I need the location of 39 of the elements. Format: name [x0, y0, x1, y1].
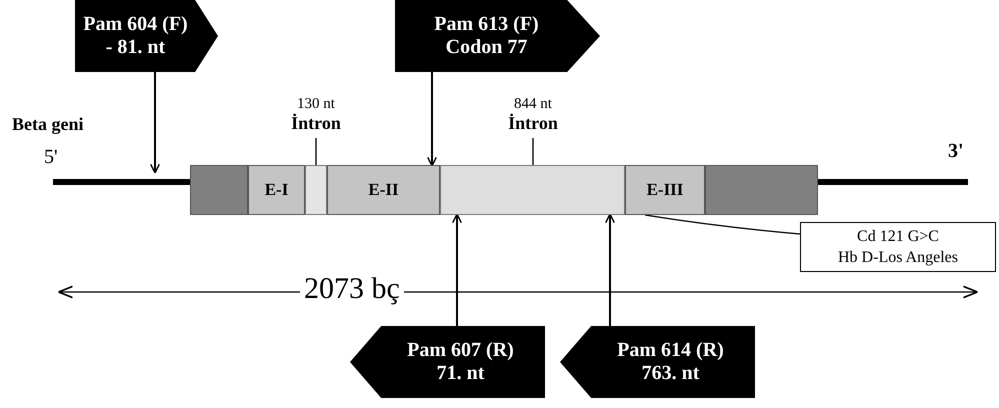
primer-name: Pam 614 (R): [617, 339, 724, 362]
intron-title: İntron: [508, 113, 558, 134]
primer-tag: [350, 326, 545, 398]
intron-title: İntron: [291, 113, 341, 134]
leader-line: [532, 138, 534, 165]
mutation-callout-box: [800, 222, 996, 272]
primer-tag: [560, 326, 755, 398]
primer-name: Pam 604 (F): [83, 13, 188, 36]
primer-tag: [395, 0, 600, 72]
exon-label: E-III: [646, 180, 684, 200]
strand-end-label: 3': [948, 140, 964, 163]
exon-label: E-II: [368, 180, 399, 200]
strand-end-label: 5': [44, 146, 58, 169]
intron-segment: [440, 165, 625, 215]
arrow: [452, 213, 462, 326]
exon-label: E-I: [264, 180, 288, 200]
exon-segment: [625, 165, 705, 215]
arrow: [150, 72, 160, 174]
mutation-text: Cd 121 G>C: [857, 227, 939, 247]
primer-position: Codon 77: [446, 36, 528, 59]
exon-segment: [248, 165, 305, 215]
gene-title: Beta geni: [12, 114, 84, 135]
primer-name: Pam 607 (R): [407, 339, 514, 362]
intron-length: 130 nt: [297, 96, 335, 113]
leader-line: [315, 138, 317, 165]
primer-position: 763. nt: [642, 362, 700, 385]
utr-segment: [705, 165, 818, 215]
leader-line: [644, 214, 800, 235]
arrow: [426, 72, 438, 167]
primer-tag: [75, 0, 218, 72]
exon-segment: [327, 165, 440, 215]
intron-segment: [305, 165, 327, 215]
utr-segment: [190, 165, 248, 215]
primer-position: 71. nt: [436, 362, 484, 385]
primer-position: - 81. nt: [106, 36, 166, 59]
mutation-text: Hb D-Los Angeles: [838, 248, 958, 268]
arrow: [604, 213, 616, 326]
intron-length: 844 nt: [514, 96, 552, 113]
primer-name: Pam 613 (F): [434, 13, 539, 36]
